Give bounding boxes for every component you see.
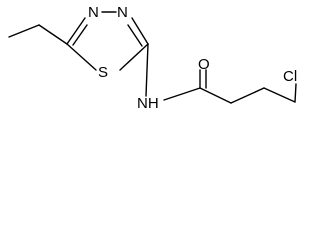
bond-ca-cb — [230, 87, 265, 104]
bond-cc-cl — [294, 83, 297, 103]
bond-c2-nh — [145, 43, 149, 97]
bond-c5-n4 — [66, 17, 86, 45]
bond-ch2-c5 — [38, 24, 68, 45]
bond-c2-s1 — [119, 43, 149, 71]
bond-cb-cc — [263, 87, 296, 103]
chemical-structure-diagram: N N S NH O Cl — [8, 4, 297, 112]
bond-n3-c2-double — [127, 24, 143, 47]
atom-label-cl: Cl — [283, 68, 297, 85]
bond-c5-n4-double — [72, 24, 88, 46]
bond-n3-c2 — [131, 17, 149, 45]
bond-s1-c5 — [66, 43, 97, 71]
atom-label-nh: NH — [137, 95, 159, 112]
bond-carbonyl-ca — [199, 87, 232, 104]
atom-label-n3: N — [117, 4, 128, 21]
bond-nh-carbonyl — [163, 87, 201, 101]
bond-ch3-ch2 — [8, 24, 40, 38]
atom-label-s1: S — [98, 64, 108, 81]
atom-label-o: O — [198, 56, 210, 73]
atom-label-n4: N — [88, 4, 99, 21]
